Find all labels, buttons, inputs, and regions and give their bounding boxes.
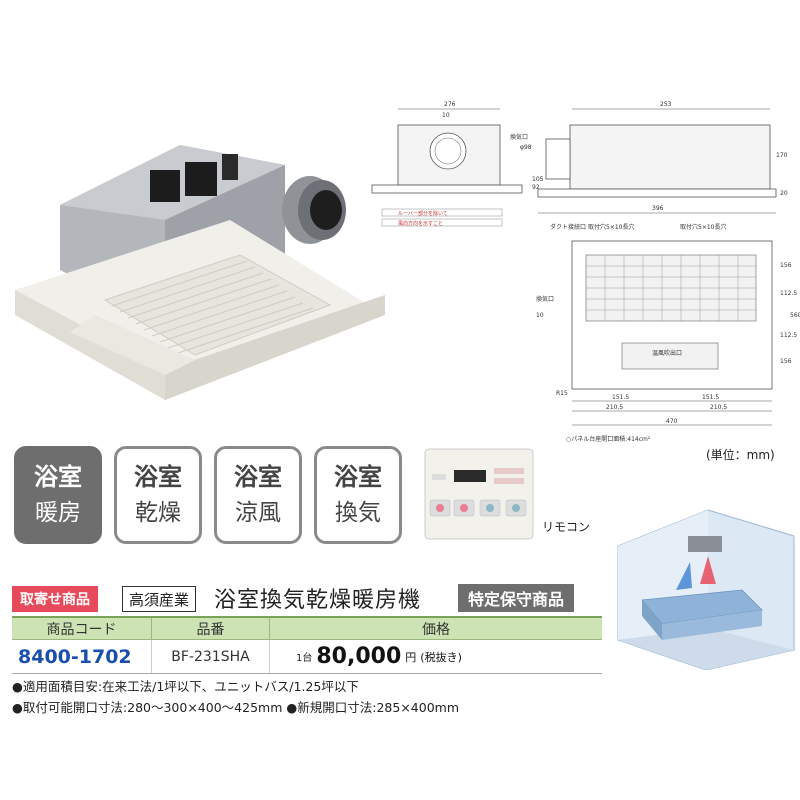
table-row: 8400-1702 BF-231SHA 1台 80,000 円 (税抜き) [12, 640, 602, 674]
connector-block [150, 170, 180, 202]
svg-text:170: 170 [776, 152, 788, 159]
unit-label: (単位：mm) [706, 448, 775, 462]
svg-text:210.5: 210.5 [710, 404, 727, 411]
svg-text:210.5: 210.5 [606, 404, 623, 411]
spec-applicable-area: ●適用面積目安:在来工法/1坪以下、ユニットバス/1.25坪以下 [12, 679, 359, 694]
price-cell: 1台 80,000 円 (税抜き) [270, 640, 602, 673]
badge-bath-drying: 浴室 乾燥 [114, 446, 202, 544]
badge-bath-cool-breeze: 浴室 涼風 [214, 446, 302, 544]
svg-text:151.5: 151.5 [702, 394, 719, 401]
product-code: 8400-1702 [12, 640, 152, 673]
svg-text:253: 253 [660, 101, 672, 108]
svg-text:10: 10 [442, 112, 450, 119]
badge-bath-heating: 浴室 暖房 [14, 446, 102, 544]
svg-text:換気口: 換気口 [536, 295, 554, 303]
svg-text:換気口: 換気口 [510, 133, 528, 141]
svg-text:151.5: 151.5 [612, 394, 629, 401]
panel-opening-note: ○パネル台座開口面積:414cm² [566, 436, 651, 443]
price-quantity: 1台 [296, 653, 313, 664]
svg-text:276: 276 [444, 101, 456, 108]
svg-text:560: 560 [790, 312, 800, 319]
svg-text:156: 156 [780, 262, 792, 269]
model-number: BF-231SHA [152, 640, 270, 673]
svg-text:112.5: 112.5 [780, 332, 797, 339]
order-tag: 取寄せ商品 [12, 586, 98, 612]
product-name: 浴室換気乾燥暖房機 [214, 588, 422, 613]
header-price: 価格 [422, 621, 450, 638]
svg-text:112.5: 112.5 [780, 290, 797, 297]
header-model-number: 品番 [152, 618, 270, 639]
svg-text:風向方向を示すこと: 風向方向を示すこと [398, 220, 443, 227]
svg-text:470: 470 [666, 418, 678, 425]
svg-text:92: 92 [532, 184, 540, 191]
remote-label: リモコン [542, 520, 591, 534]
svg-text:R15: R15 [556, 390, 568, 397]
price-value: 80,000 [316, 644, 402, 669]
svg-text:取付穴5×10長穴: 取付穴5×10長穴 [680, 223, 726, 231]
svg-text:10: 10 [536, 312, 544, 319]
tax-note: (税抜き) [420, 650, 462, 664]
technical-drawings: 276 10 ルーバー部分を除いて 風向方向を示すこと 253 換気口 φ98 … [371, 101, 800, 426]
spec-opening-size: ●取付可能開口寸法:280～300×400～425mm ●新規開口寸法:285×… [12, 700, 460, 715]
ceiling-unit [688, 536, 722, 552]
svg-text:ダクト接続口: ダクト接続口 [550, 223, 586, 231]
product-photo [15, 145, 385, 400]
product-table: 商品コード 品番 価格 8400-1702 BF-231SHA 1台 80,00… [12, 616, 602, 674]
svg-text:156: 156 [780, 358, 792, 365]
svg-text:105: 105 [532, 176, 544, 183]
table-header: 商品コード 品番 価格 [12, 616, 602, 640]
bathroom-illustration [617, 509, 795, 670]
svg-text:20: 20 [780, 190, 788, 197]
price-currency: 円 [405, 650, 417, 664]
svg-text:396: 396 [652, 205, 664, 212]
svg-text:温風吹出口: 温風吹出口 [652, 349, 682, 357]
svg-text:取付穴5×10長穴: 取付穴5×10長穴 [588, 223, 634, 231]
maintenance-tag: 特定保守商品 [458, 584, 575, 612]
plan-view-drawing: ダクト接続口 取付穴5×10長穴 取付穴5×10長穴 温風吹出口 換気口 10 … [536, 223, 800, 426]
badge-bath-ventilation: 浴室 換気 [314, 446, 402, 544]
header-product-code: 商品コード [12, 618, 152, 639]
spec-list: ●適用面積目安:在来工法/1坪以下、ユニットバス/1.25坪以下 ●取付可能開口… [12, 676, 459, 718]
svg-text:φ98: φ98 [520, 144, 532, 151]
maker-name: 高須産業 [122, 586, 197, 612]
svg-text:ルーバー部分を除いて: ルーバー部分を除いて [398, 210, 448, 217]
remote-control-image [424, 448, 534, 540]
top-view-drawing: 276 10 ルーバー部分を除いて 風向方向を示すこと [371, 101, 523, 227]
side-view-drawing: 253 換気口 φ98 170 105 92 20 396 [510, 101, 788, 214]
